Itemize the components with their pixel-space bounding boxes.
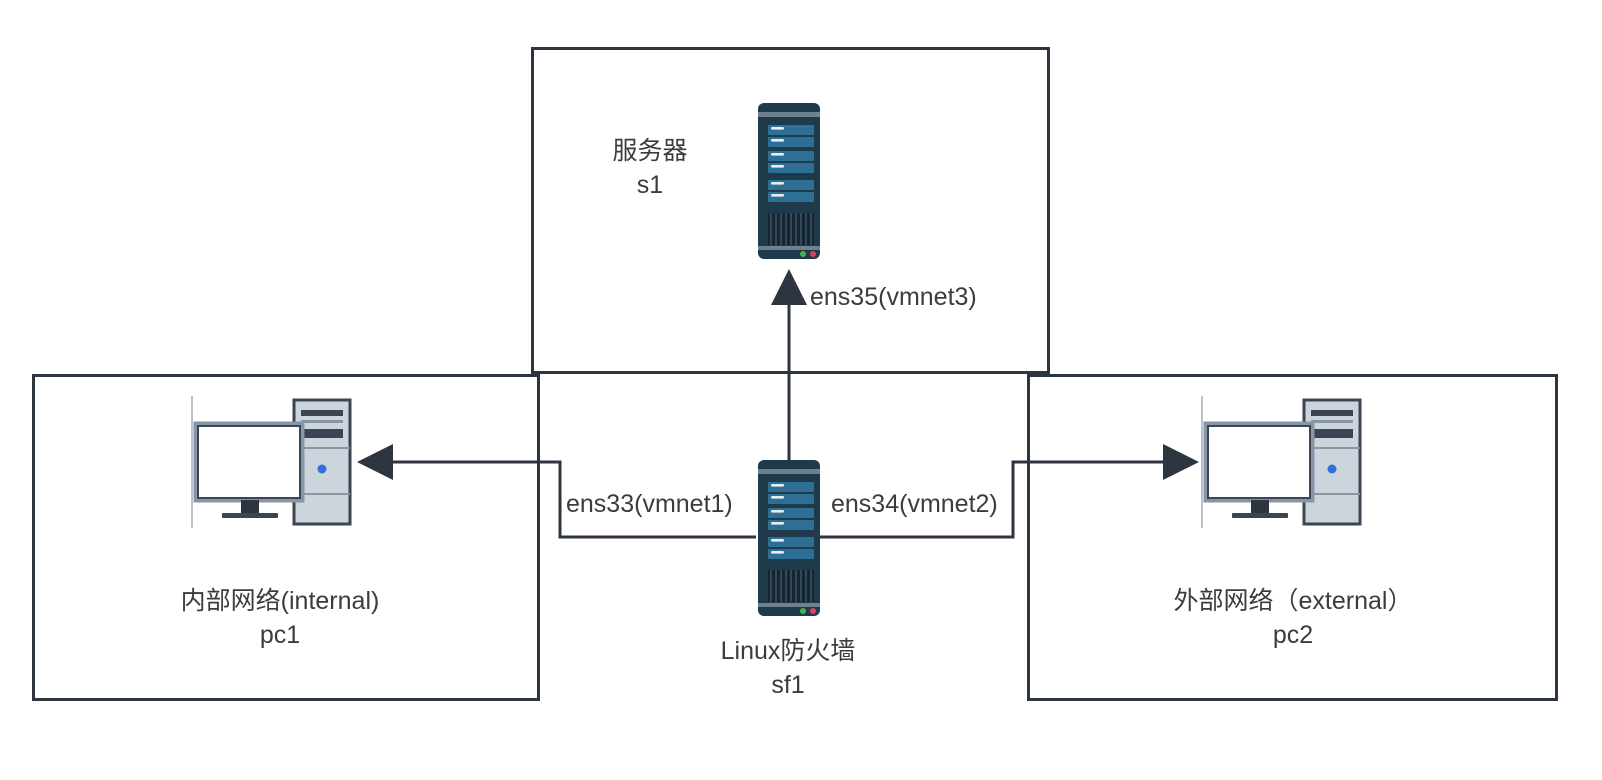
node-icon-pc2[interactable] [1202,396,1360,528]
zone-box-external [1027,374,1558,701]
label-server-host: s1 [636,171,664,199]
label-internal-host: pc1 [259,621,301,649]
label-firewall-host: sf1 [771,671,805,699]
label-firewall-title: Linux防火墙 [720,637,856,665]
label-iface-ens35: ens35(vmnet3) [810,283,977,311]
connector-ens34 [820,444,1199,539]
connector-ens33 [357,444,756,539]
label-external-title: 外部网络（external） [1173,587,1413,615]
zone-box-internal [32,374,540,701]
label-external-host: pc2 [1272,621,1314,649]
label-server-title: 服务器 [612,137,688,165]
label-internal-title: 内部网络(internal) [180,587,380,615]
label-iface-ens34: ens34(vmnet2) [831,490,998,518]
node-icon-s1[interactable] [758,103,820,259]
label-iface-ens33: ens33(vmnet1) [566,490,733,518]
node-icon-pc1[interactable] [192,396,350,528]
node-icon-sf1[interactable] [758,460,820,616]
